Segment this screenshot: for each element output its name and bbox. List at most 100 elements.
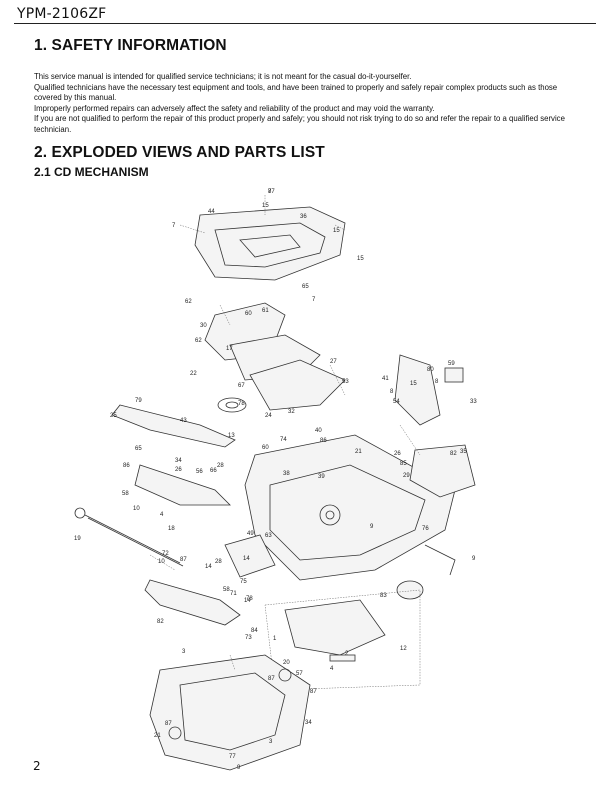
section-title-safety: 1. SAFETY INFORMATION — [34, 37, 227, 54]
part-callout: 41 — [382, 376, 389, 382]
right-parts — [394, 354, 476, 600]
part-callout: 14 — [243, 556, 250, 562]
part-callout: 82 — [450, 451, 457, 457]
part-callout: 15 — [357, 256, 364, 262]
part-callout: 14 — [244, 598, 251, 604]
left-rails — [74, 404, 241, 626]
part-callout: 21 — [355, 449, 362, 455]
part-callout: 73 — [245, 635, 252, 641]
part-callout: 79 — [135, 398, 142, 404]
safety-paragraph-4: If you are not qualified to perform the … — [34, 114, 565, 134]
part-callout: 84 — [251, 628, 258, 634]
part-callout: 65 — [135, 446, 142, 452]
part-callout: 4 — [330, 666, 334, 672]
part-callout: 62 — [185, 299, 192, 305]
part-callout: 58 — [223, 587, 230, 593]
part-callout: 34 — [175, 458, 182, 464]
model-number: YPM-2106ZF — [17, 6, 107, 22]
part-callout: 3 — [182, 649, 186, 655]
part-callout: 87 — [310, 689, 317, 695]
part-callout: 63 — [265, 533, 272, 539]
part-callout: 12 — [400, 646, 407, 652]
part-callout: 22 — [190, 371, 197, 377]
part-callout: 38 — [283, 471, 290, 477]
safety-paragraph-2: Qualified technicians have the necessary… — [34, 82, 558, 103]
part-callout: 61 — [262, 308, 269, 314]
part-callout: 43 — [180, 418, 187, 424]
part-callout: 34 — [305, 720, 312, 726]
part-callout: 86 — [123, 463, 130, 469]
part-callout: 56 — [196, 469, 203, 475]
part-callout: 28 — [217, 463, 224, 469]
part-callout: 78 — [238, 401, 245, 407]
section-title-exploded: 2. EXPLODED VIEWS AND PARTS LIST — [34, 144, 325, 161]
part-callout: 30 — [200, 323, 207, 329]
part-callout: 36 — [300, 214, 307, 220]
part-callout: 4 — [160, 512, 164, 518]
part-callout: 87 — [268, 189, 275, 195]
part-callout: 8 — [435, 379, 439, 385]
part-callout: 71 — [230, 591, 237, 597]
part-callout: 8 — [390, 389, 394, 395]
part-callout: 77 — [229, 754, 236, 760]
subsection-title-cd-mechanism: 2.1 CD MECHANISM — [34, 165, 149, 179]
part-callout: 65 — [302, 284, 309, 290]
part-callout: 57 — [296, 671, 303, 677]
part-callout: 7 — [172, 223, 176, 229]
part-callout: 82 — [157, 619, 164, 625]
part-callout: 9 — [472, 556, 476, 562]
part-callout: 80 — [427, 367, 434, 373]
part-callout: 35 — [460, 449, 467, 455]
part-callout: 59 — [448, 361, 455, 367]
part-callout: 86 — [320, 438, 327, 444]
part-callout: 39 — [318, 474, 325, 480]
part-callout: 20 — [283, 660, 290, 666]
part-callout: 60 — [262, 445, 269, 451]
part-callout: 17 — [226, 346, 233, 352]
part-callout: 67 — [238, 383, 245, 389]
part-callout: 29 — [403, 473, 410, 479]
part-callout: 75 — [240, 579, 247, 585]
part-callout: 7 — [312, 297, 316, 303]
part-callout: 87 — [268, 676, 275, 682]
part-callout: 54 — [393, 399, 400, 405]
part-callout: 62 — [195, 338, 202, 344]
page-number: 2 — [33, 759, 41, 773]
part-callout: 3 — [269, 739, 273, 745]
part-callout: 78 — [246, 596, 253, 602]
safety-paragraphs: This service manual is intended for qual… — [34, 72, 586, 136]
part-callout: 2 — [345, 651, 349, 657]
part-callout: 10 — [158, 559, 165, 565]
part-callout: 15 — [410, 381, 417, 387]
part-callout: 15 — [333, 228, 340, 234]
part-callout: 33 — [470, 399, 477, 405]
part-callout: 9 — [237, 765, 241, 771]
part-callout: 13 — [228, 433, 235, 439]
part-callout: 7 — [268, 189, 272, 195]
part-callout: 18 — [168, 526, 175, 532]
part-callout: 87 — [165, 721, 172, 727]
leader-lines — [149, 195, 421, 671]
safety-paragraph-3: Improperly performed repairs can adverse… — [34, 103, 435, 113]
part-callout: 87 — [180, 557, 187, 563]
part-callout: 76 — [422, 526, 429, 532]
safety-paragraph-1: This service manual is intended for qual… — [34, 72, 412, 81]
part-callout: 60 — [245, 311, 252, 317]
header-rule — [14, 23, 596, 24]
part-callout: 66 — [210, 468, 217, 474]
part-callout: 15 — [262, 203, 269, 209]
part-callout: 21 — [154, 733, 161, 739]
main-chassis — [224, 434, 456, 581]
part-callout: 28 — [215, 559, 222, 565]
part-callout: 83 — [380, 593, 387, 599]
part-callout: 19 — [74, 536, 81, 542]
part-callout: 49 — [247, 531, 254, 537]
part-callout: 9 — [370, 524, 374, 530]
part-callout: 53 — [342, 379, 349, 385]
top-frame — [194, 206, 346, 281]
part-callout: 26 — [175, 467, 182, 473]
part-callout: 72 — [162, 551, 169, 557]
part-callout: 1 — [273, 636, 277, 642]
